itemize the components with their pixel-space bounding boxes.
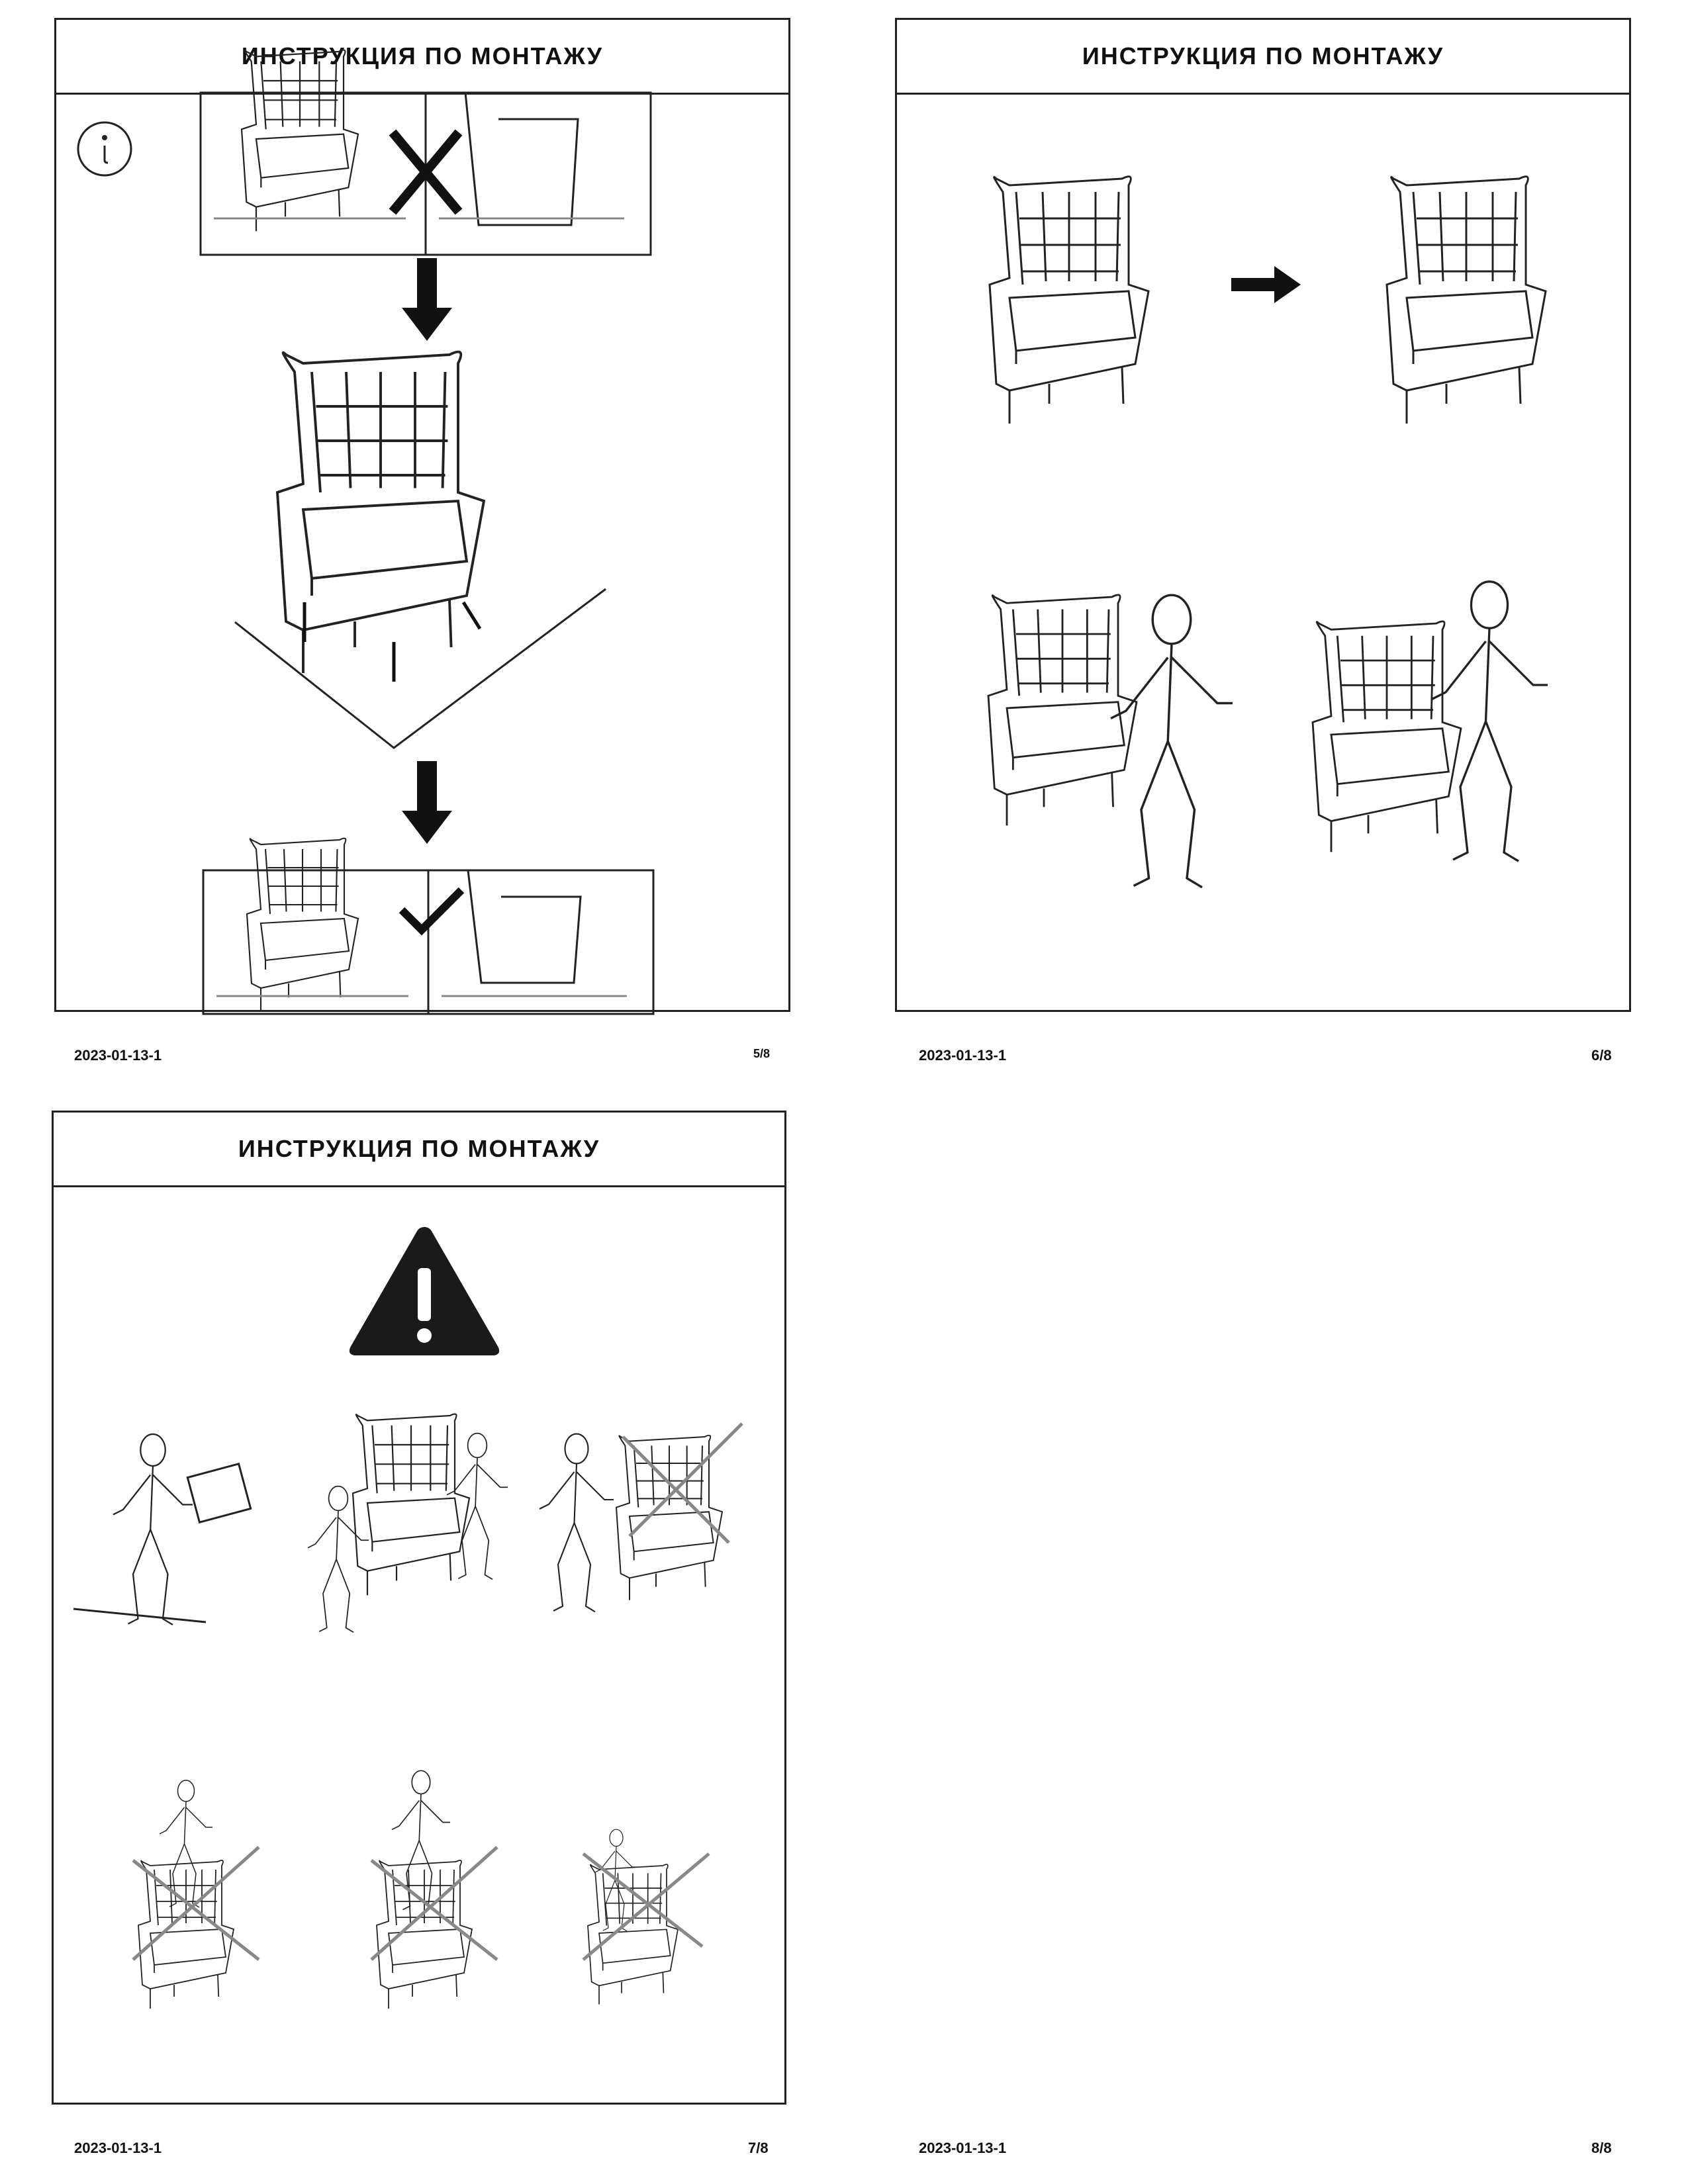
chair-after-diagram — [1385, 175, 1547, 425]
footer-date: 2023-01-13-1 — [919, 1047, 1007, 1064]
page-7: ИНСТРУКЦИЯ ПО МОНТАЖУ — [52, 1111, 786, 2105]
seat-cushion-person-diagram-2 — [1311, 580, 1549, 862]
chair-leg-diagram — [234, 350, 606, 749]
page-5: ИНСТРУКЦИЯ ПО МОНТАЖУ — [54, 18, 790, 1015]
wrong-standing-on-chair-1 — [132, 1779, 260, 2009]
page-title: ИНСТРУКЦИЯ ПО МОНТАЖУ — [56, 20, 788, 95]
footer-page-number: 8/8 — [1591, 2140, 1612, 2156]
footer-date: 2023-01-13-1 — [919, 2140, 1007, 2156]
footer-page-number: 7/8 — [748, 2140, 769, 2156]
wrong-placement-diagram — [199, 49, 652, 256]
wrong-standing-on-chair-2 — [370, 1770, 498, 2009]
arrow-down-icon — [402, 761, 452, 844]
arrow-right-icon — [1231, 266, 1301, 303]
arrow-down-icon — [402, 258, 452, 341]
wrong-sitting-on-armrest — [582, 1829, 710, 2005]
page-title: ИНСТРУКЦИЯ ПО МОНТАЖУ — [897, 20, 1629, 95]
cross-icon — [389, 129, 463, 215]
footer-date: 2023-01-13-1 — [74, 1047, 162, 1064]
page-title: ИНСТРУКЦИЯ ПО МОНТАЖУ — [54, 1113, 784, 1187]
two-persons-lifting-chair — [307, 1413, 508, 1633]
warning-icon — [349, 1227, 500, 1355]
footer-page-number: 5/8 — [753, 1047, 771, 1060]
seat-cushion-person-diagram — [987, 594, 1234, 889]
page-6: ИНСТРУКЦИЯ ПО МОНТАЖУ — [895, 18, 1631, 1012]
correct-placement-diagram — [202, 837, 655, 1015]
wrong-tilting-chair — [538, 1422, 743, 1613]
check-icon — [399, 887, 465, 936]
info-icon — [77, 121, 132, 177]
person-carrying-manual — [73, 1433, 252, 1626]
footer-page-number: 6/8 — [1591, 1047, 1612, 1064]
footer-date: 2023-01-13-1 — [74, 2140, 162, 2156]
chair-before-diagram — [988, 175, 1150, 425]
